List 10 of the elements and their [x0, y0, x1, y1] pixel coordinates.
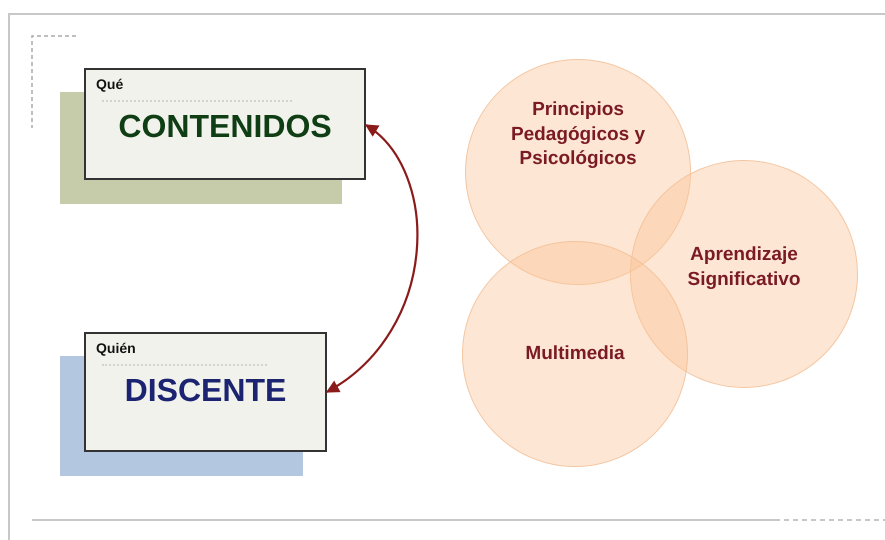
card-title: DISCENTE: [124, 372, 286, 409]
card-title: CONTENIDOS: [118, 108, 332, 145]
circle-label: Multimedia: [524, 342, 626, 366]
card-heading: Qué: [96, 76, 124, 92]
circle-label: Principios Pedagógicos y Psicológicos: [510, 98, 646, 172]
curved-arrow: [326, 124, 418, 393]
card-heading: Quién: [96, 340, 136, 356]
circle-label: Aprendizaje Significativo: [686, 243, 802, 292]
label-card: [84, 332, 327, 452]
label-card: [84, 68, 366, 180]
